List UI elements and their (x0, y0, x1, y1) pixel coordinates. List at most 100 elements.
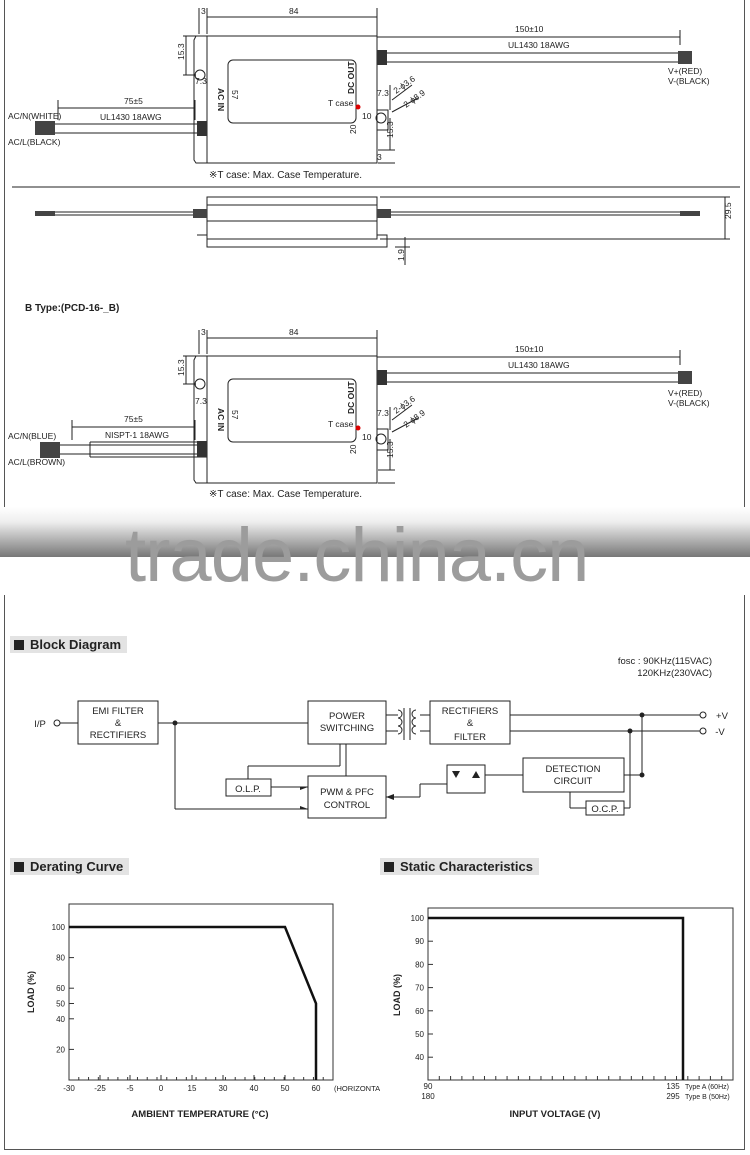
ul1430-out: UL1430 18AWG (508, 40, 570, 50)
y-tick-label: 100 (52, 923, 66, 932)
dim-3b: 3 (377, 152, 382, 162)
y-tick-label: 80 (415, 960, 424, 969)
v-plus-label: V+(RED) (668, 66, 702, 76)
b-ac-in-label: AC IN (216, 408, 226, 431)
b-type-title: B Type:(PCD-16-_B) (25, 303, 120, 314)
dim-84: 84 (289, 6, 299, 16)
b-dim-150: 150±10 (515, 344, 544, 354)
dim-57: 57 (230, 90, 240, 100)
x-tick-label: -5 (126, 1084, 134, 1093)
dim-10: 10 (362, 111, 372, 121)
b-dim-7-3b: 7.3 (377, 408, 389, 418)
dim-1-9: 1.9 (396, 249, 406, 261)
b-ul1430-out: UL1430 18AWG (508, 360, 570, 370)
dim-75: 75±5 (124, 96, 143, 106)
b-dc-out-label: DC OUT (346, 381, 356, 414)
b-nispt-label: NISPT-1 18AWG (105, 430, 169, 440)
b-ac-l-label: AC/L(BROWN) (8, 457, 65, 467)
watermark-text: trade.china.cn (125, 513, 589, 598)
optocoupler-box (446, 764, 486, 794)
output-minus: -V (715, 727, 725, 738)
y-tick-label: 100 (411, 914, 425, 923)
top-mechanical-drawing: 3 84 150±10 UL1430 18AWG 15.3 7.3 57 AC … (8, 6, 710, 181)
derating-line (69, 925, 318, 1080)
y-tick-label: 50 (56, 1000, 65, 1009)
side-view-drawing: 29.5 1.9 (12, 186, 740, 265)
t-case-label: T case (328, 98, 354, 108)
pwm-line1: PWM & PFC (320, 787, 374, 798)
y-tick-label: 50 (415, 1030, 424, 1039)
ocp-label: O.C.P. (591, 804, 618, 815)
dim-15-3: 15.3 (176, 43, 186, 60)
v-minus-label: V-(BLACK) (668, 76, 710, 86)
b-t-case-label: T case (328, 419, 354, 429)
x-tick-label: 40 (250, 1084, 259, 1093)
pwm-line2: CONTROL (324, 800, 370, 811)
x-tick-label: 30 (219, 1084, 228, 1093)
derating-title-text: Derating Curve (30, 859, 124, 874)
y-tick-label: 90 (415, 937, 424, 946)
b-ac-n-label: AC/N(BLUE) (8, 431, 56, 441)
dim-150: 150±10 (515, 24, 544, 34)
b-t-case-note: ※T case: Max. Case Temperature. (209, 489, 362, 500)
detection-line2: CIRCUIT (554, 776, 593, 787)
x-axis-label: AMBIENT TEMPERATURE (°C) (131, 1109, 268, 1120)
dim-3: 3 (201, 6, 206, 16)
y-axis-label: LOAD (%) (26, 971, 36, 1013)
rect-line2: & (467, 718, 474, 729)
type-b-label: Type B (50Hz) (685, 1094, 730, 1101)
x-tick-label: 0 (159, 1084, 164, 1093)
power-line2: SWITCHING (320, 723, 374, 734)
block-diagram: fosc : 90KHz(115VAC) 120KHz(230VAC) (34, 656, 729, 819)
b-v-plus-label: V+(RED) (668, 388, 702, 398)
y-tick-label: 40 (56, 1015, 65, 1024)
y-tick-label: 60 (56, 984, 65, 993)
emi-line2: & (115, 718, 122, 729)
ac-in-label: AC IN (216, 88, 226, 111)
b-v-minus-label: V-(BLACK) (668, 398, 710, 408)
x-left-a: 90 (424, 1082, 433, 1091)
dim-15-3b: 15.3 (385, 121, 395, 138)
ip-label: I/P (34, 719, 46, 730)
b-dim-15-3b: 15.3 (385, 441, 395, 458)
x-tick-label: -25 (94, 1084, 106, 1093)
power-line1: POWER (329, 711, 365, 722)
rectifiers-filter-box (429, 700, 511, 745)
dim-20: 20 (348, 124, 358, 134)
square-bullet-icon (14, 861, 24, 872)
ac-l-label: AC/L(BLACK) (8, 137, 61, 147)
ul1430-in: UL1430 18AWG (100, 112, 162, 122)
x-left-b: 180 (421, 1092, 435, 1101)
emi-line3: RECTIFIERS (90, 730, 146, 741)
fosc-line1: fosc : 90KHz(115VAC) (618, 656, 712, 667)
x-right-a: 135 (666, 1082, 680, 1091)
case-side (206, 196, 378, 240)
hole-8-9: 2-ϕ8.9 (401, 87, 427, 109)
b-dim-84: 84 (289, 327, 299, 337)
dim-7-3b: 7.3 (377, 88, 389, 98)
plot-frame (68, 903, 334, 1081)
x-right-b: 295 (666, 1092, 680, 1101)
y-tick-label: 40 (415, 1053, 424, 1062)
b-dim-10: 10 (362, 432, 372, 442)
case-outline (206, 35, 378, 164)
b-dim-57: 57 (230, 410, 240, 420)
b-dim-20: 20 (348, 444, 358, 454)
x-tick-label: 60 (312, 1084, 321, 1093)
rect-line3: FILTER (454, 732, 486, 743)
output-plus: +V (716, 711, 729, 722)
olp-label: O.L.P. (235, 784, 261, 795)
b-dim-75: 75±5 (124, 414, 143, 424)
dc-out-label: DC OUT (346, 61, 356, 94)
case-outline-b (206, 355, 378, 484)
x-tick-label: 50 (281, 1084, 290, 1093)
emi-line1: EMI FILTER (92, 706, 144, 717)
y-tick-label: 70 (415, 984, 424, 993)
y-tick-label: 20 (56, 1045, 65, 1054)
square-bullet-icon (384, 861, 394, 872)
b-dim-3: 3 (201, 327, 206, 337)
b-dim-7-3: 7.3 (195, 396, 207, 406)
